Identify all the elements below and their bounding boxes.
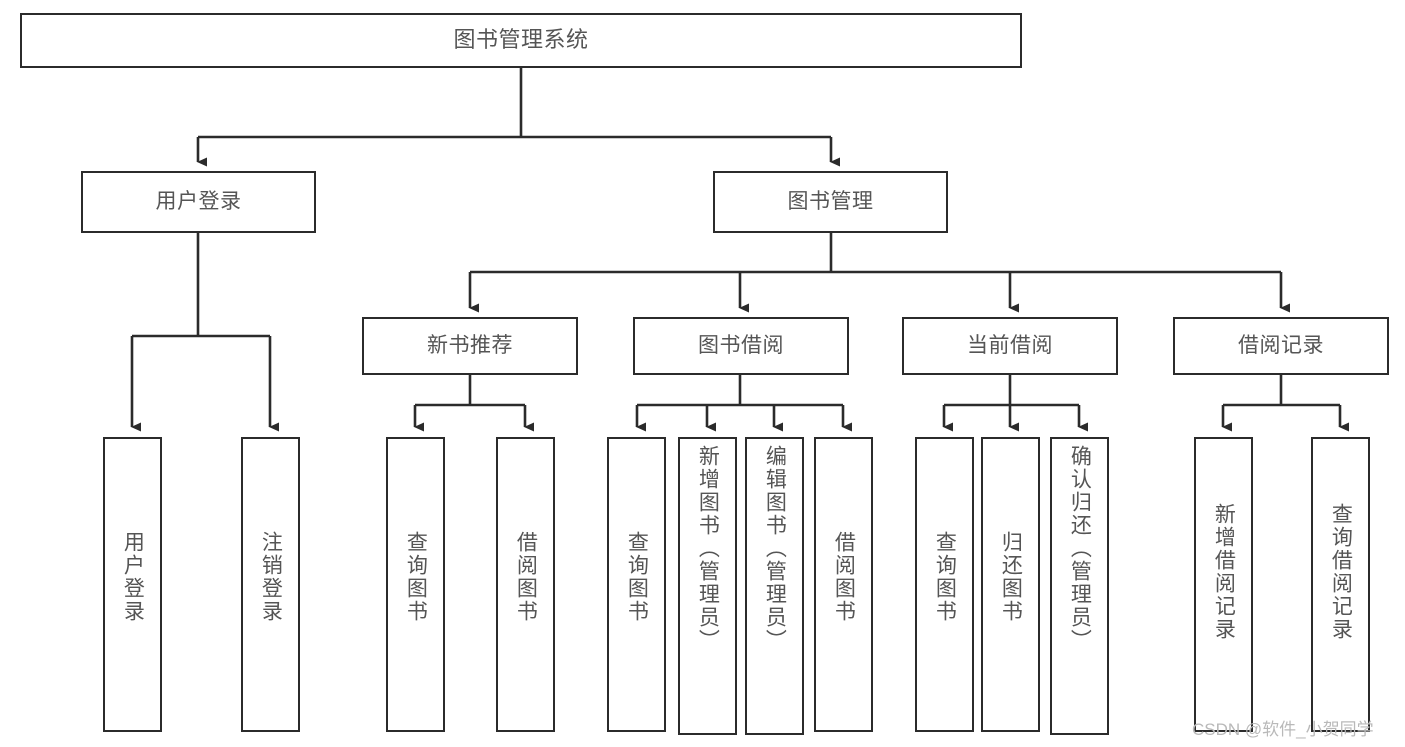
node-label: 图书借阅 <box>698 334 784 358</box>
leaf-logout[interactable]: 注销登录 <box>241 437 300 732</box>
node-borrowing-record[interactable]: 借阅记录 <box>1173 317 1389 375</box>
node-label: 新书推荐 <box>427 334 513 358</box>
node-label: 新增图书（管理员） <box>696 445 720 652</box>
leaf-edit-book-admin[interactable]: 编辑图书（管理员） <box>745 437 804 735</box>
node-label: 用户登录 <box>121 531 145 623</box>
leaf-query-book-current[interactable]: 查询图书 <box>915 437 974 732</box>
leaf-query-borrow-record[interactable]: 查询借阅记录 <box>1311 437 1370 732</box>
node-label: 注销登录 <box>259 531 283 623</box>
leaf-return-book[interactable]: 归还图书 <box>981 437 1040 732</box>
leaf-add-book-admin[interactable]: 新增图书（管理员） <box>678 437 737 735</box>
node-label: 图书管理 <box>787 190 874 214</box>
node-label: 归还图书 <box>999 531 1023 623</box>
node-new-book-recommendation[interactable]: 新书推荐 <box>362 317 578 375</box>
node-label: 当前借阅 <box>967 334 1053 358</box>
node-label: 查询图书 <box>625 531 649 623</box>
node-label: 编辑图书（管理员） <box>763 445 787 652</box>
node-label: 查询借阅记录 <box>1329 503 1353 641</box>
node-root-book-management-system[interactable]: 图书管理系统 <box>20 13 1022 68</box>
node-label: 借阅图书 <box>832 531 856 623</box>
node-label: 查询图书 <box>404 531 428 623</box>
leaf-borrow-book-borrowing[interactable]: 借阅图书 <box>814 437 873 732</box>
node-current-borrowing[interactable]: 当前借阅 <box>902 317 1118 375</box>
node-book-management[interactable]: 图书管理 <box>713 171 948 233</box>
node-book-borrowing[interactable]: 图书借阅 <box>633 317 849 375</box>
node-label: 借阅记录 <box>1238 334 1324 358</box>
watermark: CSDN @软件_小贺同学 <box>1192 720 1374 739</box>
node-label: 用户登录 <box>155 190 242 214</box>
node-user-login[interactable]: 用户登录 <box>81 171 316 233</box>
node-label: 确认归还（管理员） <box>1068 445 1092 652</box>
node-label: 新增借阅记录 <box>1212 503 1236 641</box>
node-label: 图书管理系统 <box>453 27 589 53</box>
leaf-confirm-return-admin[interactable]: 确认归还（管理员） <box>1050 437 1109 735</box>
node-label: 查询图书 <box>933 531 957 623</box>
leaf-user-login[interactable]: 用户登录 <box>103 437 162 732</box>
leaf-borrow-book-recommendation[interactable]: 借阅图书 <box>496 437 555 732</box>
leaf-query-book-recommendation[interactable]: 查询图书 <box>386 437 445 732</box>
leaf-add-borrow-record[interactable]: 新增借阅记录 <box>1194 437 1253 732</box>
leaf-query-book-borrowing[interactable]: 查询图书 <box>607 437 666 732</box>
node-label: 借阅图书 <box>514 531 538 623</box>
